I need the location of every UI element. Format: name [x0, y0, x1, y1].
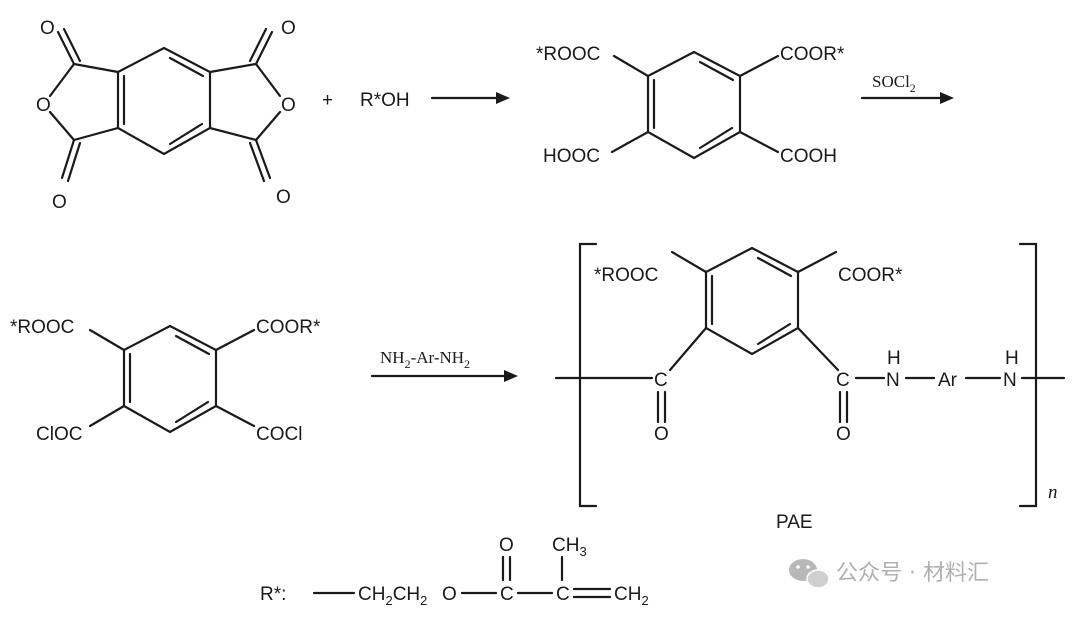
amide-oxygen-left: O: [654, 424, 669, 445]
amide-carbon-left: C: [654, 370, 668, 391]
reaction-arrow-2: SOCl2: [860, 72, 954, 104]
watermark-text: 公众号 · 材料汇: [836, 561, 989, 586]
diamine-reagent: NH2-Ar-NH2: [380, 348, 470, 371]
amide-oxygen-right: O: [836, 424, 851, 445]
pmda-carbonyl-o: O: [281, 18, 296, 39]
repeat-unit-n: n: [1048, 482, 1058, 503]
acyl-chloride-benzene-ring: [122, 324, 218, 434]
acyl-chloride-left: ClOC: [36, 424, 82, 445]
r-group-definition: R*: CH2CH2 O C O C CH3 CH2: [260, 535, 649, 608]
ester-group-left: *ROOC: [536, 44, 600, 65]
amide-hydrogen-left: H: [887, 348, 901, 369]
ester-oxygen: O: [442, 584, 457, 605]
pmda-ring-o: O: [281, 95, 296, 116]
ester-group-right: COOR*: [838, 265, 903, 286]
amide-hydrogen-right: H: [1005, 348, 1019, 369]
pae-benzene-ring: [704, 246, 800, 356]
amide-carbon-right: C: [836, 370, 850, 391]
ester-group-left: *ROOC: [594, 265, 658, 286]
ester-group-right: COOR*: [780, 44, 845, 65]
acid-group-right: COOH: [780, 146, 837, 167]
vinyl-carbon: C: [556, 584, 570, 605]
ethylene-segment: CH2CH2: [358, 584, 427, 608]
diester-diacid-molecule: *ROOC COOR* HOOC COOH: [536, 44, 845, 167]
diacyl-chloride-molecule: *ROOC COOR* ClOC COCl: [10, 317, 321, 445]
aryl-group: Ar: [938, 370, 958, 391]
ester-group-left: *ROOC: [10, 317, 74, 338]
methyl-group: CH3: [552, 535, 587, 559]
thionyl-chloride-reagent: SOCl2: [872, 72, 916, 95]
pmda-carbonyl-o: O: [276, 187, 291, 208]
pmda-benzene-ring: [116, 46, 212, 156]
amide-nitrogen-right: N: [1003, 370, 1017, 391]
amide-nitrogen-left: N: [886, 370, 900, 391]
watermark: 公众号 · 材料汇: [789, 559, 989, 589]
plus-sign: +: [322, 90, 333, 111]
pmda-carbonyl-o: O: [40, 18, 55, 39]
right-bracket: [1018, 242, 1038, 508]
pae-polymer: n *ROOC COOR* C O C O H N Ar H N PAE: [554, 242, 1066, 533]
r-group-prefix: R*:: [260, 584, 286, 605]
left-bracket: [578, 242, 598, 508]
ester-group-right: COOR*: [256, 317, 321, 338]
wechat-icon: [789, 559, 830, 589]
acyl-chloride-right: COCl: [256, 424, 302, 445]
diester-benzene-ring: [646, 50, 742, 160]
alcohol-label: R*OH: [360, 90, 410, 111]
reaction-arrow-3: NH2-Ar-NH2: [370, 348, 518, 382]
pmda-molecule: O O O O O O: [36, 18, 296, 213]
polymer-name: PAE: [776, 512, 813, 533]
pmda-ring-o: O: [36, 95, 51, 116]
acid-group-left: HOOC: [543, 146, 600, 167]
pmda-carbonyl-o: O: [52, 192, 67, 213]
methylene-terminal: CH2: [614, 584, 649, 608]
carbonyl-oxygen: O: [499, 535, 514, 556]
reaction-arrow-1: [430, 92, 510, 104]
carbonyl-carbon: C: [500, 584, 514, 605]
